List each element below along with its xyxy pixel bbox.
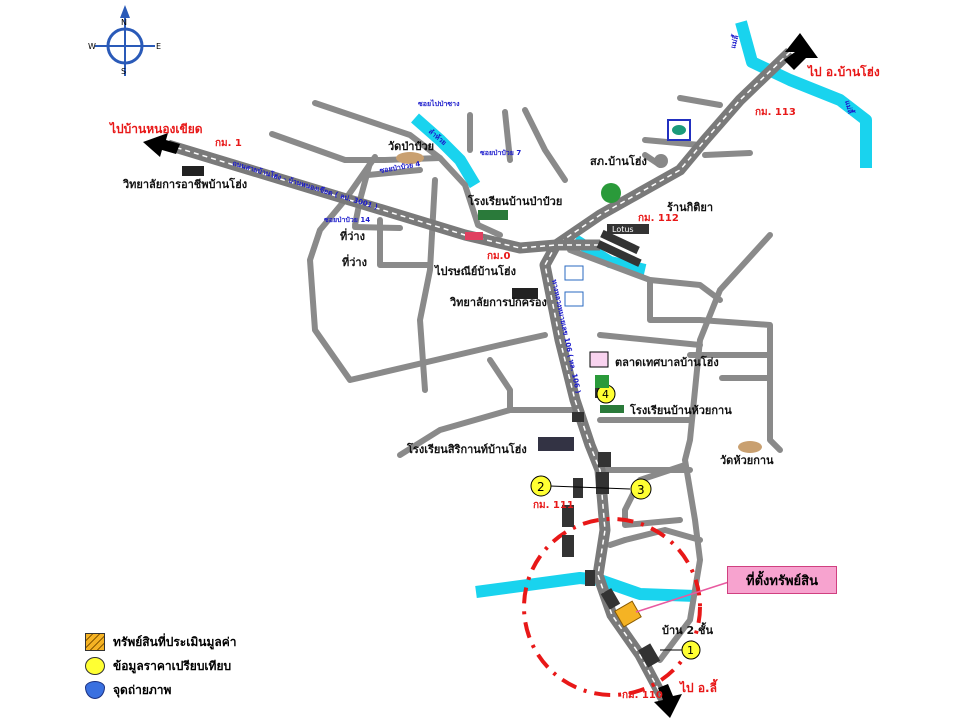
label-market: ตลาดเทศบาลบ้านโฮ่ง — [615, 355, 719, 369]
subject-property-marker[interactable] — [614, 600, 642, 628]
legend-item-photo: จุดถ่ายภาพ — [85, 678, 237, 702]
legend-item-subject: ทรัพย์สินที่ประเมินมูลค่า — [85, 630, 237, 654]
label-wat-pa-puai: วัดป่าป๋วย — [388, 140, 434, 153]
comparable-4-label: 4 — [602, 388, 609, 401]
bank-leaf-icon — [672, 125, 686, 135]
km-marker-0: กม.0 — [487, 251, 510, 262]
km-marker-112: กม. 112 — [638, 213, 679, 224]
label-soi-7: ซอยป่าป๋วย 7 — [480, 149, 521, 157]
label-vacant-2: ที่ว่าง — [342, 254, 367, 269]
direction-ban-nong-khiat: ไปบ้านหนองเขียด — [108, 121, 203, 136]
lotus-label: Lotus — [612, 225, 634, 234]
gas-station-icon — [601, 183, 621, 203]
comparable-circle-icon — [85, 657, 105, 675]
seven-eleven-icon — [595, 375, 609, 388]
comparable-2[interactable]: 2 — [530, 475, 552, 497]
lotus-ulogo-icon — [564, 265, 584, 281]
sirikan-school-icon — [538, 437, 574, 451]
comparable-3-label: 3 — [637, 483, 645, 497]
compass-icon: N S W E — [88, 5, 161, 76]
compass-e: E — [156, 42, 161, 51]
label-admin-college: วิทยาลัยการปกครอง — [449, 296, 547, 309]
direction-li: ไป อ.ลี้ — [678, 678, 718, 695]
direction-ban-khong: ไป อ.บ้านโฮ่ง — [806, 64, 880, 79]
highway-106 — [539, 48, 794, 703]
minor-roads — [269, 95, 783, 663]
km-marker-111: กม. 111 — [533, 500, 574, 511]
compass-n: N — [121, 18, 127, 27]
comparable-2-label: 2 — [537, 480, 545, 494]
huai-kan-school-icon — [600, 405, 624, 413]
label-sirikan-school: โรงเรียนสิริกานท์บ้านโฮ่ง — [406, 442, 527, 456]
compass-s: S — [121, 67, 126, 76]
river-mae-li — [735, 20, 872, 168]
label-soi-pa-sang: ซอยไปป่าซาง — [418, 99, 460, 108]
comparable-4[interactable]: 4 — [596, 384, 616, 404]
subject-location-callout: ที่ตั้งทรัพย์สิน — [727, 566, 837, 594]
comparable-1[interactable]: 1 — [681, 640, 701, 660]
photo-point-drop-icon — [85, 681, 105, 699]
label-vacant-1: ที่ว่าง — [340, 228, 365, 243]
km-marker-110: กม. 110 — [622, 690, 663, 701]
admin-college-icon — [512, 288, 538, 299]
arrow-west-icon — [143, 133, 180, 157]
label-police: สภ.บ้านโฮ่ง — [590, 154, 647, 168]
market-icon — [589, 351, 609, 368]
km-marker-1: กม. 1 — [215, 138, 242, 149]
arrow-south-icon — [654, 684, 682, 718]
compass-w: W — [88, 42, 96, 51]
arrow-north-icon — [784, 33, 818, 70]
post-icon — [465, 232, 483, 240]
temple2-icon — [738, 441, 762, 453]
bank2-icon — [564, 291, 584, 307]
subject-area-circle — [522, 517, 702, 697]
highway-3001 — [166, 139, 600, 254]
police-icon — [654, 154, 668, 168]
subject-swatch-icon — [85, 633, 105, 651]
college-icon — [182, 166, 204, 176]
label-huai-kan-school: โรงเรียนบ้านห้วยกาน — [629, 403, 732, 417]
label-vocational-college: วิทยาลัยการอาชีพบ้านโฮ่ง — [122, 177, 247, 191]
label-house-2-storey: บ้าน 2 ชั้น — [662, 622, 713, 637]
label-post-office: ไปรษณีย์บ้านโฮ่ง — [433, 264, 516, 278]
legend-label: จุดถ่ายภาพ — [113, 682, 172, 697]
label-shop: ร้านกิติยา — [667, 201, 713, 214]
km-marker-113: กม. 113 — [755, 107, 796, 118]
lotus-logo — [607, 224, 649, 234]
temple-icon — [396, 152, 424, 164]
label-wat-huai-kan: วัดห้วยกาน — [720, 454, 774, 467]
legend-label: ทรัพย์สินที่ประเมินมูลค่า — [113, 634, 237, 649]
stream-pa-puai — [411, 113, 481, 189]
legend-label: ข้อมูลราคาเปรียบเทียบ — [113, 658, 232, 673]
school-icon — [478, 210, 508, 220]
comparable-1-label: 1 — [687, 644, 694, 657]
label-soi-14: ซอยป่าป๋วย 14 — [324, 216, 370, 224]
label-pa-puai-school: โรงเรียนบ้านป่าป๋วย — [467, 194, 562, 208]
comparable-3[interactable]: 3 — [630, 478, 652, 500]
callout-pointer — [635, 579, 736, 613]
legend: ทรัพย์สินที่ประเมินมูลค่า ข้อมูลราคาเปรี… — [85, 630, 237, 702]
legend-item-comparable: ข้อมูลราคาเปรียบเทียบ — [85, 654, 237, 678]
